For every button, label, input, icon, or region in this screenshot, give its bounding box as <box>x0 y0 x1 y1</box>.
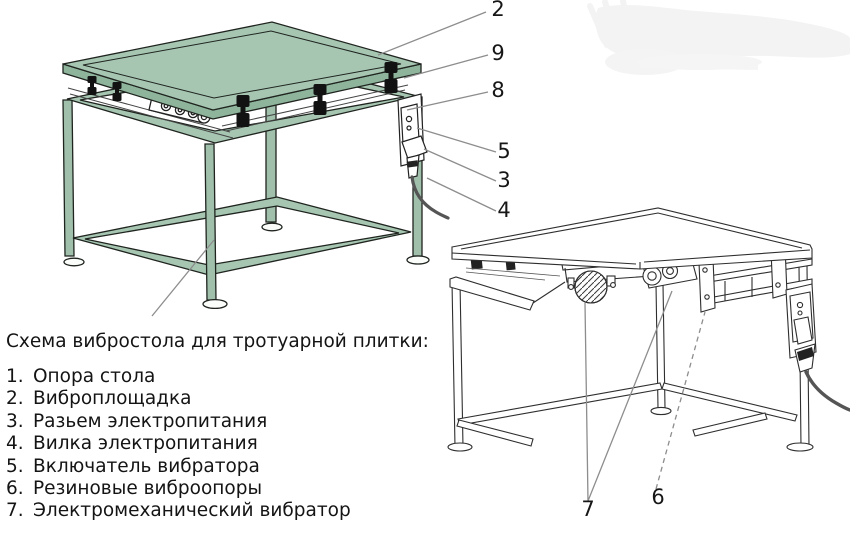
legend-item-label: Вилка электропитания <box>33 433 258 455</box>
legend-item-number: 2. <box>6 388 24 410</box>
legend-item-number: 3. <box>6 410 24 432</box>
left-apron-beam <box>449 276 535 311</box>
legend-title: Схема вибростола для тротуарной плитки: <box>6 331 429 352</box>
legend-item-number: 6. <box>6 478 24 500</box>
legend-item-label: Разьем электропитания <box>33 410 268 432</box>
legend-item: 2. Виброплощадка <box>6 388 429 410</box>
table-front-leg <box>202 143 228 310</box>
legend-list: 1. Опора стола 2. Виброплощадка 3. Разье… <box>6 366 429 523</box>
tabletop-slab-right <box>451 207 813 270</box>
right-table-drawing <box>447 207 850 452</box>
leader-lines <box>151 11 706 502</box>
legend: Схема вибростола для тротуарной плитки: … <box>6 331 429 523</box>
legend-item: 7. Электромеханический вибратор <box>6 500 429 522</box>
legend-item: 3. Разьем электропитания <box>6 411 429 433</box>
legend-item: 6. Резиновые виброопоры <box>6 478 429 500</box>
legend-item: 5. Включатель вибратора <box>6 456 429 478</box>
callout-8: 8 <box>491 78 505 102</box>
legend-item-label: Резиновые виброопоры <box>33 478 263 500</box>
switch-plug-assembly-right <box>785 283 850 412</box>
rubber-mounts <box>87 62 398 127</box>
callout-2: 2 <box>491 0 505 21</box>
left-table-drawing <box>62 21 450 310</box>
lower-stretchers <box>456 382 798 447</box>
callout-5: 5 <box>497 139 511 163</box>
callout-3: 3 <box>497 168 511 192</box>
switch-plug-assembly-left <box>397 93 450 220</box>
legend-item-number: 1. <box>6 366 24 387</box>
legend-item-label: Включатель вибратора <box>33 455 260 477</box>
legend-item-label: Электромеханический вибратор <box>33 500 351 522</box>
callout-9: 9 <box>491 41 505 65</box>
callout-7: 7 <box>581 497 595 521</box>
legend-item-label: Виброплощадка <box>33 388 192 410</box>
callout-6: 6 <box>651 485 665 509</box>
legend-item-number: 7. <box>6 500 24 522</box>
legend-item: 1. Опора стола <box>6 366 429 388</box>
legend-item-number: 4. <box>6 433 24 455</box>
legend-item-label: Опора стола <box>33 366 156 387</box>
legend-item-number: 5. <box>6 455 24 477</box>
callout-4: 4 <box>497 198 511 222</box>
lower-shelf-frame <box>72 196 412 276</box>
watermark-smudge <box>587 0 850 75</box>
legend-item: 4. Вилка электропитания <box>6 433 429 455</box>
